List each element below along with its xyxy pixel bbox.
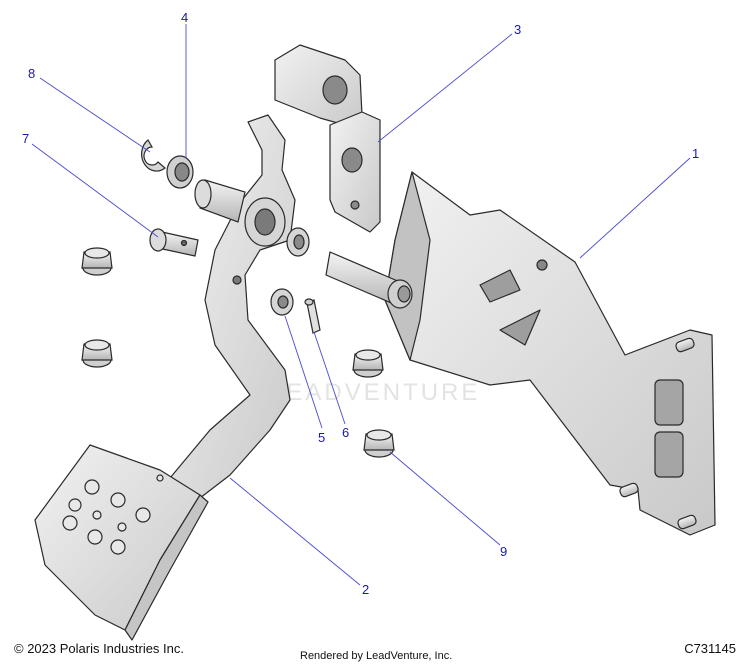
rendered-by-text: Rendered by LeadVenture, Inc. (300, 650, 453, 662)
clevis-pin-head (149, 228, 167, 252)
bushing-flange-hole (174, 162, 190, 182)
part-6-cotter-pin (304, 298, 321, 334)
bracket-pivot-shaft (325, 251, 413, 309)
flange-nut (352, 349, 384, 378)
bracket-slot-a (654, 379, 684, 426)
leader-3 (377, 33, 513, 143)
part-5-washer (270, 288, 294, 316)
watermark-text: LEADVENTURE (270, 379, 480, 406)
leader-6 (313, 331, 346, 425)
leader-5 (284, 315, 323, 429)
switch-bracket-plate-hole (341, 147, 363, 173)
switch-bracket-top (274, 44, 363, 129)
pedal-arm-hole (232, 275, 242, 285)
bracket-studs (619, 337, 697, 530)
pedal-pivot-hole (254, 208, 276, 236)
callouts: 1 2 3 4 5 6 7 8 9 (22, 10, 699, 597)
bushing-end (194, 179, 212, 209)
pedal-pad-holes (62, 474, 164, 555)
bracket-slot-b (654, 431, 684, 478)
callout-1: 1 (692, 146, 699, 161)
bracket-hole (536, 259, 548, 271)
part-9-flange-nuts (81, 247, 395, 458)
switch-bracket-small-hole (350, 200, 360, 210)
part-4-bushing (166, 155, 246, 223)
callout-2: 2 (362, 582, 369, 597)
bracket-slot-triangle (499, 309, 541, 346)
watermark: LEADVENTURE (270, 379, 480, 406)
part-1-mounting-bracket (325, 171, 716, 536)
washer-upper (286, 227, 310, 257)
part-8-e-clip (140, 139, 166, 172)
part-3-switch-bracket (274, 44, 381, 233)
flange-nut (81, 339, 113, 368)
callout-5: 5 (318, 430, 325, 445)
bracket-flange-shade (384, 171, 431, 361)
bracket-slot-upper (479, 269, 521, 303)
leader-lines (31, 24, 691, 586)
diagram-code: C731145 (684, 641, 736, 656)
pedal-pad-edge (124, 494, 209, 641)
copyright-text: © 2023 Polaris Industries Inc. (14, 641, 184, 656)
clevis-pin-hole (180, 239, 188, 247)
switch-bracket-top-hole (322, 75, 348, 105)
callout-6: 6 (342, 425, 349, 440)
callout-3: 3 (514, 22, 521, 37)
leader-1 (579, 157, 691, 259)
leader-8 (39, 77, 151, 153)
callout-8: 8 (28, 66, 35, 81)
callout-4: 4 (181, 10, 188, 25)
flange-nut (81, 247, 113, 276)
bracket-body (384, 171, 716, 536)
e-clip (140, 139, 166, 172)
part-2-brake-pedal (34, 114, 296, 641)
callout-7: 7 (22, 131, 29, 146)
leader-2 (229, 477, 361, 586)
leader-7 (31, 143, 159, 238)
leader-9 (389, 451, 501, 546)
callout-9: 9 (500, 544, 507, 559)
part-7-clevis-pin (149, 228, 199, 257)
flange-nut (363, 429, 395, 458)
